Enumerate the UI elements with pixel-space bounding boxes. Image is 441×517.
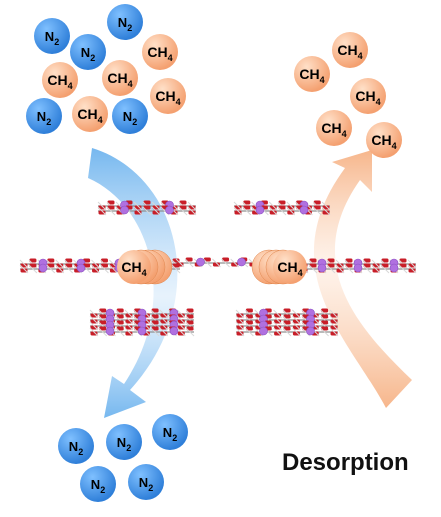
- top-left-ch4-molecule-4: CH4: [142, 34, 178, 70]
- top-left-ch4-molecule-7-label: CH4: [155, 88, 180, 107]
- top-left-n2-molecule-3-label: N2: [81, 45, 95, 63]
- bottom-left-n2-molecule-2: N2: [106, 424, 142, 460]
- top-left-n2-molecule-2: N2: [107, 4, 143, 40]
- top-right-ch4-molecule-5-label: CH4: [371, 132, 396, 151]
- top-left-ch4-molecule-5: CH4: [42, 62, 78, 98]
- framework-upper-right-2: [233, 205, 331, 216]
- top-left-n2-molecule-1: N2: [34, 18, 70, 54]
- top-left-n2-molecule-2-label: N2: [118, 15, 132, 33]
- top-left-n2-molecule-1-label: N2: [45, 29, 59, 47]
- top-right-ch4-molecule-5: CH4: [366, 122, 402, 158]
- top-left-ch4-molecule-6: CH4: [102, 60, 138, 96]
- bottom-left-n2-molecule-4: N2: [80, 466, 116, 502]
- top-left-n2-molecule-10-label: N2: [123, 109, 137, 127]
- top-left-n2-molecule-10: N2: [112, 98, 148, 134]
- bottom-left-n2-molecule-2-label: N2: [117, 435, 131, 453]
- top-right-ch4-molecule-2-label: CH4: [299, 66, 324, 85]
- top-left-ch4-molecule-8: CH4: [72, 96, 108, 132]
- top-right-ch4-molecule-4-label: CH4: [321, 120, 346, 139]
- bottom-left-n2-molecule-5: N2: [128, 464, 164, 500]
- top-left-ch4-molecule-7: CH4: [150, 78, 186, 114]
- framework-lower-right-3: [235, 320, 339, 331]
- top-left-ch4-molecule-5-label: CH4: [47, 72, 72, 91]
- desorption-arrow: [313, 150, 412, 408]
- framework-upper-left-2: [97, 205, 197, 216]
- top-right-ch4-molecule-1-label: CH4: [337, 42, 362, 61]
- adsorbed-ch4-right-label: CH4: [277, 259, 302, 278]
- bottom-left-n2-molecule-1-label: N2: [69, 439, 83, 457]
- adsorption-arrow: [88, 148, 178, 418]
- framework-lower-right-2: [235, 314, 339, 325]
- top-left-n2-molecule-9-label: N2: [37, 109, 51, 127]
- adsorbed-ch4-left-label: CH4: [121, 259, 146, 278]
- bottom-left-n2-molecule-3-label: N2: [163, 425, 177, 443]
- top-right-ch4-molecule-3: CH4: [350, 78, 386, 114]
- top-right-ch4-molecule-3-label: CH4: [355, 88, 380, 107]
- adsorbed-ch4-right: CH4: [251, 249, 307, 285]
- adsorbed-ch4-left: CH4: [117, 249, 173, 285]
- top-left-n2-molecule-9: N2: [26, 98, 62, 134]
- top-left-n2-molecule-3: N2: [70, 34, 106, 70]
- framework-lower-left-3: [89, 320, 195, 331]
- top-left-ch4-molecule-6-label: CH4: [107, 70, 132, 89]
- desorption-caption: Desorption: [282, 449, 409, 476]
- framework-layers: [19, 200, 417, 337]
- framework-lower-left-4: [89, 326, 195, 337]
- framework-lower-right-4: [235, 326, 339, 337]
- top-left-ch4-molecule-4-label: CH4: [147, 44, 172, 63]
- bottom-left-n2-molecule-1: N2: [58, 428, 94, 464]
- bottom-left-n2-molecule-4-label: N2: [91, 477, 105, 495]
- bottom-left-n2-molecule-5-label: N2: [139, 475, 153, 493]
- top-left-ch4-molecule-8-label: CH4: [77, 106, 102, 125]
- top-right-ch4-molecule-2: CH4: [294, 56, 330, 92]
- top-right-ch4-molecule-4: CH4: [316, 110, 352, 146]
- top-right-ch4-molecule-1: CH4: [332, 32, 368, 68]
- bottom-left-n2-molecule-3: N2: [152, 414, 188, 450]
